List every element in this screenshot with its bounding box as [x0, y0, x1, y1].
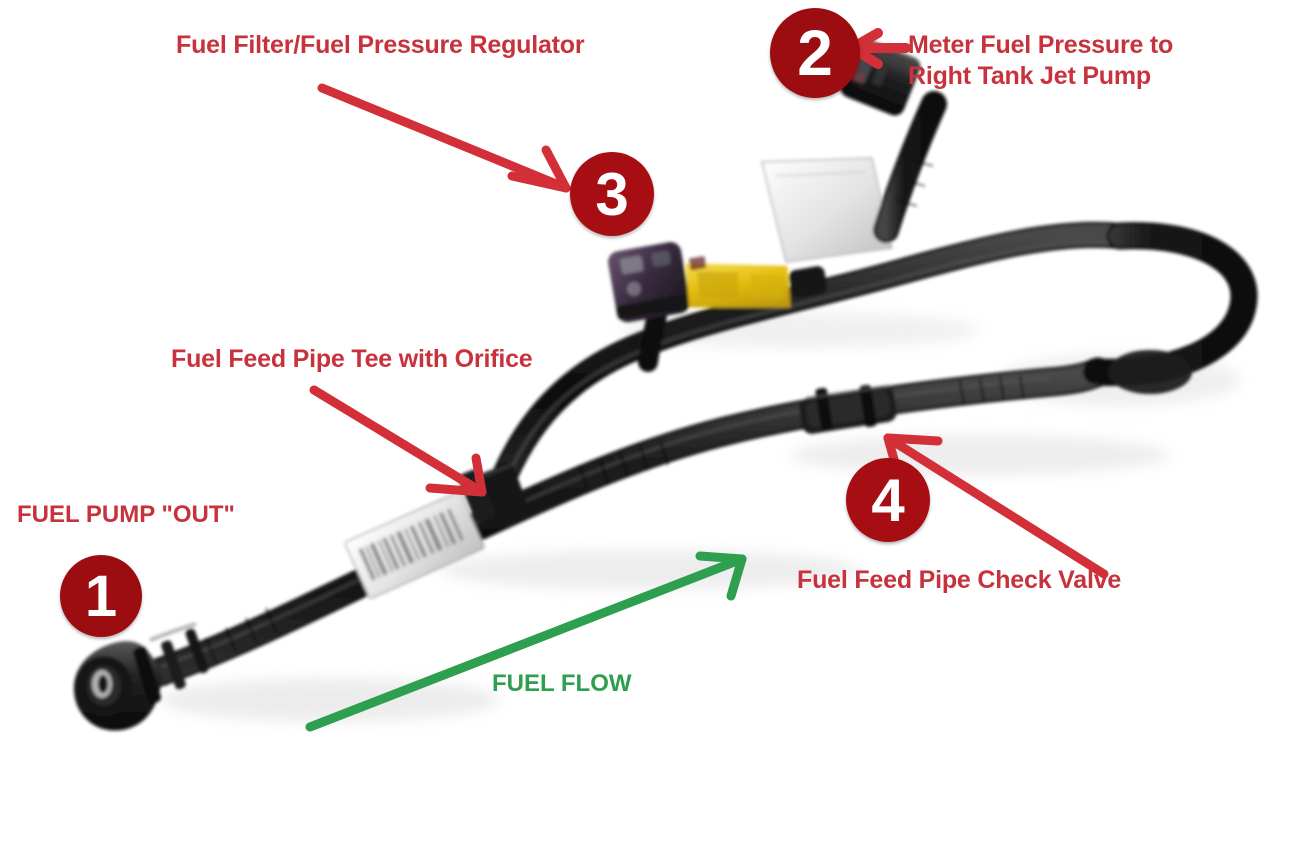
jet-pump-connector	[840, 38, 947, 243]
label-fuel-feed-pipe-check-valve: Fuel Feed Pipe Check Valve	[797, 566, 1122, 594]
label-meter-fuel-pressure: Meter Fuel Pressure to Right Tank Jet Pu…	[908, 31, 1174, 90]
marker-badge-1: 1	[60, 555, 142, 637]
label-fuel-filter-pressure-regulator: Fuel Filter/Fuel Pressure Regulator	[176, 31, 585, 59]
marker-badge-3: 3	[570, 152, 654, 236]
yellow-clip	[685, 256, 791, 308]
marker-badge-4: 4	[846, 458, 930, 542]
white-tag	[761, 157, 893, 263]
left-connector	[73, 622, 209, 731]
barcode-label	[344, 491, 485, 599]
filter-assembly	[608, 157, 893, 372]
marker-badge-2: 2	[770, 8, 860, 98]
label-fuel-flow: FUEL FLOW	[492, 670, 632, 697]
label-fuel-pump-out: FUEL PUMP "OUT"	[17, 501, 235, 528]
main-hose	[145, 357, 1113, 687]
check-valve	[799, 384, 897, 434]
hose-ribs	[204, 375, 1026, 663]
label-fuel-feed-pipe-tee: Fuel Feed Pipe Tee with Orifice	[171, 345, 533, 373]
